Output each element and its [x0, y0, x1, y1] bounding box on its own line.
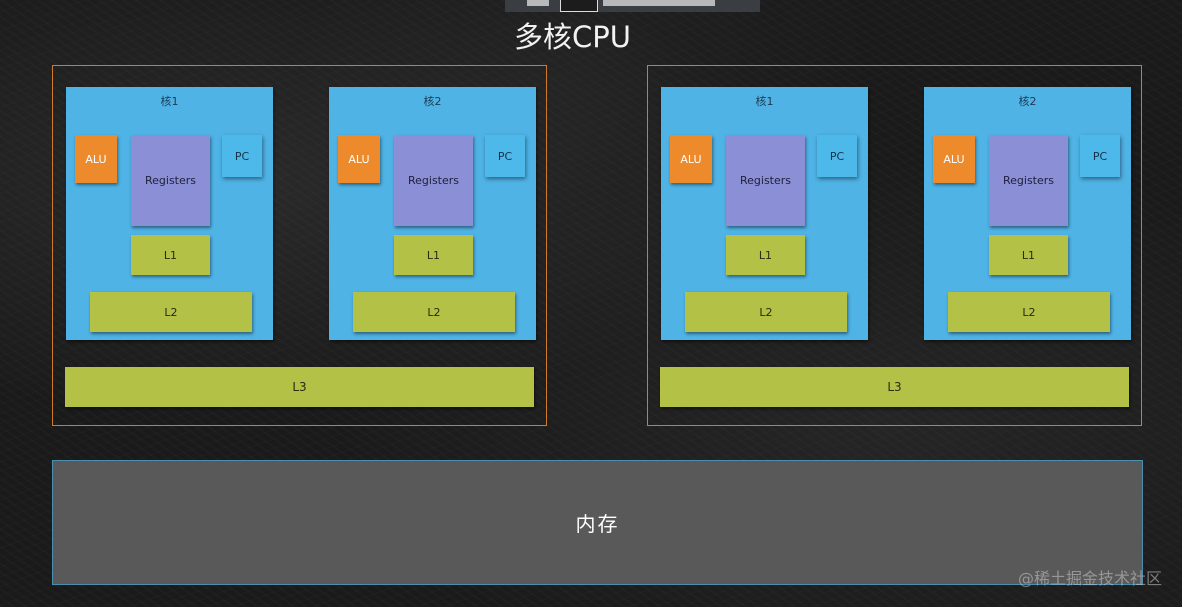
registers-box: Registers: [989, 135, 1068, 226]
cpu-package-1: 核1 ALU Registers PC L1 L2 核2 ALU Registe…: [52, 65, 547, 426]
l2-cache: L2: [685, 292, 847, 332]
core-box: 核2 ALU Registers PC L1 L2: [329, 87, 536, 340]
alu-box: ALU: [933, 135, 975, 183]
registers-box: Registers: [726, 135, 805, 226]
l1-cache: L1: [989, 235, 1068, 275]
cpu-package-2: 核1 ALU Registers PC L1 L2 核2 ALU Registe…: [647, 65, 1142, 426]
pc-box: PC: [222, 135, 262, 177]
alu-box: ALU: [670, 135, 712, 183]
l1-cache: L1: [726, 235, 805, 275]
l1-cache: L1: [131, 235, 210, 275]
core-label: 核1: [755, 95, 774, 108]
memory-label: 内存: [575, 512, 620, 536]
diagram-title: 多核CPU: [514, 20, 631, 54]
core-label: 核1: [160, 95, 179, 108]
core-box: 核2 ALU Registers PC L1 L2: [924, 87, 1131, 340]
memory-block: 内存: [52, 460, 1143, 585]
core-box: 核1 ALU Registers PC L1 L2: [66, 87, 273, 340]
l2-cache: L2: [948, 292, 1110, 332]
pc-box: PC: [817, 135, 857, 177]
banner-text-fragment: [527, 0, 549, 6]
core-label: 核2: [423, 95, 442, 108]
registers-box: Registers: [131, 135, 210, 226]
pc-box: PC: [485, 135, 525, 177]
l2-cache: L2: [90, 292, 252, 332]
l3-cache: L3: [660, 367, 1129, 407]
watermark: @稀土掘金技术社区: [1017, 569, 1162, 588]
l2-cache: L2: [353, 292, 515, 332]
l3-cache: L3: [65, 367, 534, 407]
top-banner: [505, 0, 760, 12]
registers-box: Registers: [394, 135, 473, 226]
banner-blank-box: [560, 0, 598, 12]
l1-cache: L1: [394, 235, 473, 275]
core-label: 核2: [1018, 95, 1037, 108]
alu-box: ALU: [75, 135, 117, 183]
banner-text-fragment: [603, 0, 715, 6]
alu-box: ALU: [338, 135, 380, 183]
core-box: 核1 ALU Registers PC L1 L2: [661, 87, 868, 340]
pc-box: PC: [1080, 135, 1120, 177]
